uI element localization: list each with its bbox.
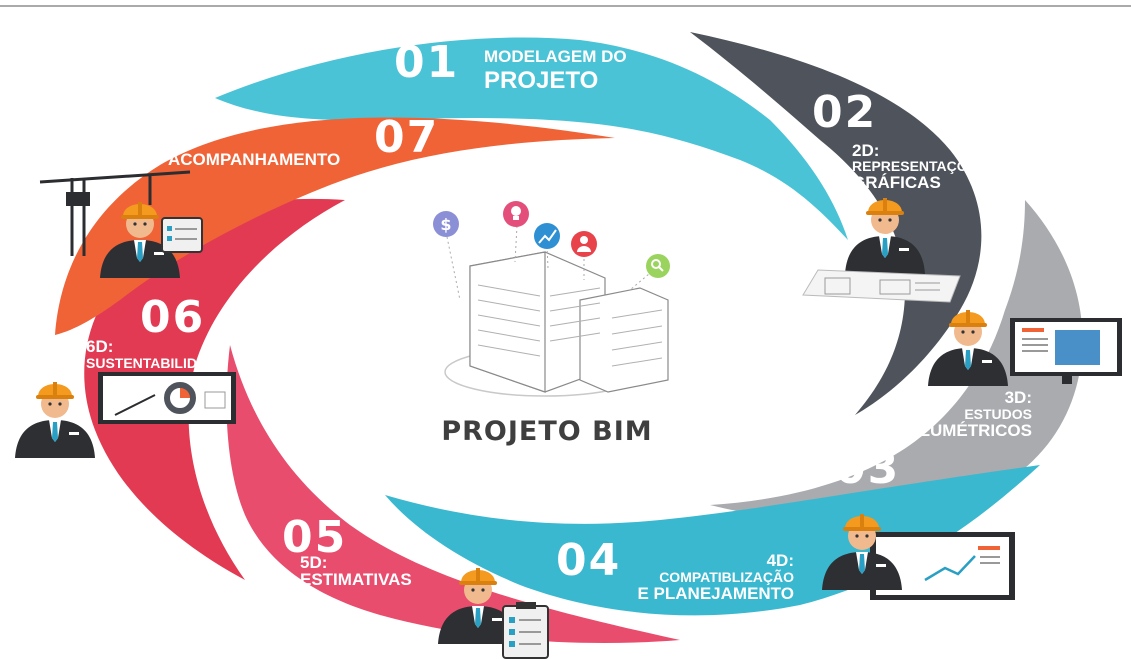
step-04-line2: COMPATIBLIZAÇÃO	[659, 568, 794, 585]
step-07-number: 07	[374, 112, 439, 163]
svg-text:$: $	[440, 215, 451, 234]
step-01-number: 01	[394, 37, 459, 88]
petal-06	[84, 198, 345, 580]
step-02-line2: REPRESENTAÇÕES	[852, 157, 986, 174]
lightbulb-icon	[503, 201, 529, 227]
engineer-with-presentation	[15, 372, 236, 458]
step-03-number: 03	[835, 443, 900, 494]
step-01-line2: PROJETO	[484, 67, 598, 94]
petal-05	[226, 345, 680, 643]
step-06-line1: 6D:	[86, 337, 113, 356]
petal-02	[690, 32, 982, 415]
step-04-line1: 4D:	[767, 551, 794, 570]
step-05-line2: ESTIMATIVAS	[300, 570, 412, 589]
step-06-line2: SUSTENTABILIDADE	[86, 355, 227, 371]
step-02-line3: GRÁFICAS	[852, 173, 941, 192]
step-04-number: 04	[556, 535, 621, 586]
dollar-icon: $	[433, 211, 459, 237]
engineer-with-chart-monitor	[822, 514, 1015, 600]
step-03-line2: ESTUDOS	[964, 406, 1032, 422]
engineer-with-crane	[39, 170, 203, 278]
step-01-line1: MODELAGEM DO	[484, 47, 627, 66]
step-02-number: 02	[812, 87, 877, 138]
chart-icon	[534, 223, 560, 249]
step-07-line1: 7D:	[168, 132, 195, 151]
step-04-line3: E PLANEJAMENTO	[638, 584, 795, 603]
person-icon	[571, 231, 597, 257]
step-05-line1: 5D:	[300, 553, 327, 572]
engineer-with-checklist	[438, 568, 549, 659]
step-03-line1: 3D:	[1005, 388, 1032, 407]
petal-07	[55, 117, 615, 335]
center-building-illustration	[444, 225, 669, 397]
petal-01	[215, 37, 848, 240]
search-icon	[646, 254, 670, 278]
step-06-number: 06	[140, 292, 205, 343]
step-05-number: 05	[282, 512, 347, 563]
petal-03	[710, 200, 1083, 522]
step-02-line1: 2D:	[852, 141, 879, 160]
engineer-with-blueprint	[802, 198, 961, 303]
engineer-with-3d-monitor	[928, 310, 1122, 386]
step-07-line2: ACOMPANHAMENTO	[168, 150, 340, 169]
step-03-line3: VOLUMÉTRICOS	[895, 421, 1032, 440]
center-title: PROJETO BIM	[441, 416, 652, 447]
